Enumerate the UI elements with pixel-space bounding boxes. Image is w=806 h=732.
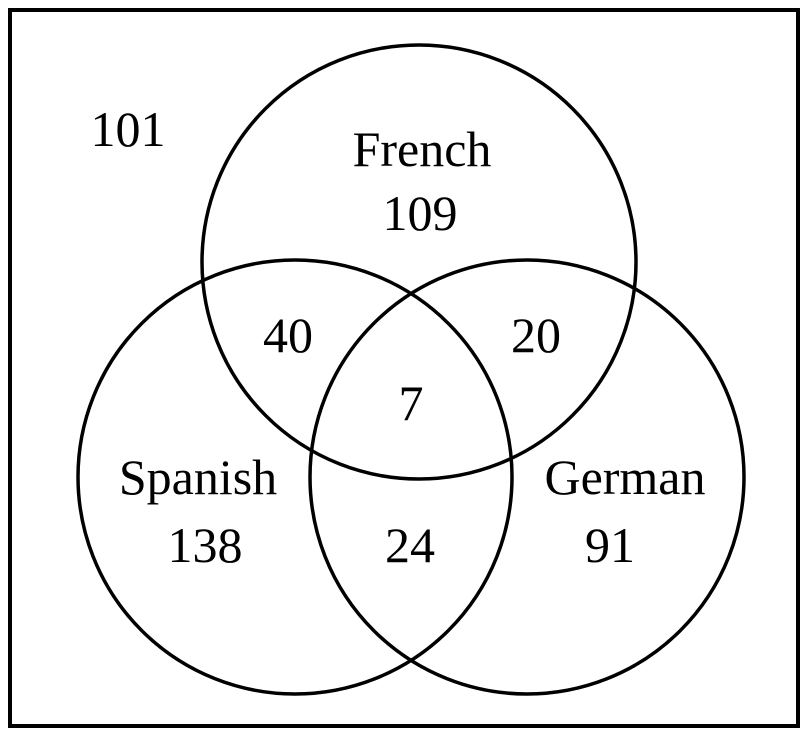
french-german-count: 20	[511, 307, 561, 363]
french-only-count: 109	[383, 185, 458, 241]
french-circle	[200, 43, 638, 481]
german-label: German	[544, 449, 705, 505]
german-circle	[308, 258, 746, 696]
french-spanish-count: 40	[263, 307, 313, 363]
french-label: French	[353, 121, 492, 177]
spanish-label: Spanish	[119, 449, 277, 505]
german-only-count: 91	[585, 517, 635, 573]
outside-count: 101	[91, 101, 166, 157]
spanish-german-count: 24	[385, 517, 435, 573]
all-three-count: 7	[399, 375, 424, 431]
spanish-circle	[76, 258, 514, 696]
spanish-only-count: 138	[168, 517, 243, 573]
outer-frame	[8, 8, 800, 728]
